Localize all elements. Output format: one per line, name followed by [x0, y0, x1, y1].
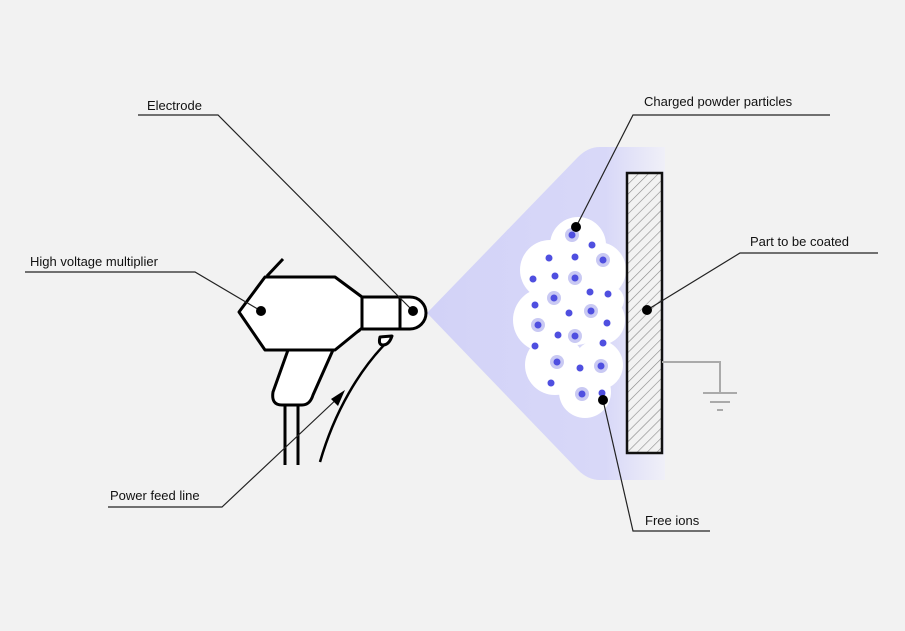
- label-power-feed-line: Power feed line: [110, 488, 200, 503]
- leader-lines: [25, 114, 878, 532]
- powder-particle: [554, 331, 562, 339]
- powder-particle: [571, 253, 579, 261]
- powder-particle: [571, 332, 579, 340]
- powder-particle: [553, 358, 561, 366]
- ground-symbol-icon: [662, 361, 737, 411]
- leader-dots: [256, 222, 652, 405]
- powder-particle: [547, 379, 555, 387]
- powder-particle: [578, 390, 586, 398]
- powder-particle: [531, 342, 539, 350]
- spray-gun: [237, 257, 428, 465]
- powder-particle: [551, 272, 559, 280]
- charged-powder-particles: [529, 228, 612, 401]
- powder-particle: [604, 290, 612, 298]
- powder-particle: [568, 231, 576, 239]
- label-part-to-be-coated: Part to be coated: [750, 234, 849, 249]
- label-free-ions: Free ions: [645, 513, 700, 528]
- powder-particle: [534, 321, 542, 329]
- powder-particle: [565, 309, 573, 317]
- powder-particle: [597, 362, 605, 370]
- powder-particle: [531, 301, 539, 309]
- label-electrode: Electrode: [147, 98, 202, 113]
- powder-particle: [587, 307, 595, 315]
- powder-particle: [550, 294, 558, 302]
- powder-particle: [586, 288, 594, 296]
- powder-particle: [588, 241, 596, 249]
- powder-particle: [545, 254, 553, 262]
- arrow-head-icon: [331, 390, 345, 406]
- powder-particle: [598, 389, 606, 397]
- powder-particle: [599, 256, 607, 264]
- label-charged-powder-particles: Charged powder particles: [644, 94, 793, 109]
- label-high-voltage-multiplier: High voltage multiplier: [30, 254, 159, 269]
- powder-particle: [571, 274, 579, 282]
- powder-particle: [599, 339, 607, 347]
- powder-particle: [529, 275, 537, 283]
- powder-particle: [603, 319, 611, 327]
- powder-particle: [576, 364, 584, 372]
